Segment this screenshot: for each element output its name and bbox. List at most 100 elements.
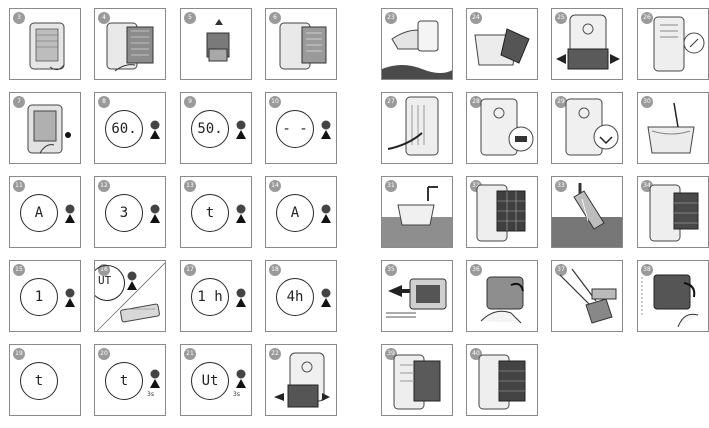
panel-34: 34 [637, 176, 709, 248]
display-circle: A [20, 194, 58, 232]
display-circle: t [105, 362, 143, 400]
panel-27: 27 [381, 92, 453, 164]
display-value: 4h [277, 289, 313, 305]
panel-8: 8 60. [94, 92, 166, 164]
panel-4: 4 [94, 8, 166, 80]
panel-38: 38 [637, 260, 709, 332]
panel-39: 39 [381, 344, 453, 416]
panel-36: 36 [466, 260, 538, 332]
display-value: t [21, 373, 57, 389]
tank-cleaning-illustration [467, 9, 538, 80]
display-circle: Ut [191, 362, 229, 400]
filter-install-illustration [467, 345, 538, 416]
panel-5: 5 [180, 8, 252, 80]
panel-11: 11 A [9, 176, 81, 248]
display-value: 1 h [192, 289, 228, 305]
display-circle: t [191, 194, 229, 232]
step-number: 15 [13, 264, 25, 276]
panel-24: 24 [466, 8, 538, 80]
display-circle: 60. [105, 110, 143, 148]
display-value: A [277, 205, 313, 221]
panel-16: 16 UT [94, 260, 166, 332]
step-number: 12 [98, 180, 110, 192]
water-tank-illustration [266, 345, 337, 416]
tank-screw-illustration [638, 93, 709, 164]
hand-filter-illustration [467, 261, 538, 332]
divider-line [95, 261, 166, 332]
drain-port-illustration [467, 93, 538, 164]
filter-reinsert-illustration [638, 177, 709, 248]
display-circle: 4h [276, 278, 314, 316]
step-number: 17 [184, 264, 196, 276]
step-number: 10 [269, 96, 281, 108]
step-number: 9 [184, 96, 196, 108]
panel-20: 20 t 3s [94, 344, 166, 416]
display-value: t [106, 373, 142, 389]
display-circle: A [276, 194, 314, 232]
panel-33: 33 [551, 176, 623, 248]
timer-label: 3s [233, 391, 240, 398]
filter-removal-illustration [95, 9, 166, 80]
step-number: 11 [13, 180, 25, 192]
panel-29: 29 [551, 92, 623, 164]
display-circle: 1 [20, 278, 58, 316]
person-silhouette-icon [234, 120, 248, 140]
panel-14: 14 A [265, 176, 337, 248]
panel-10: 10 - - [265, 92, 337, 164]
panel-12: 12 3 [94, 176, 166, 248]
step-number: 21 [184, 348, 196, 360]
panel-31: 31 [381, 176, 453, 248]
dehumidifier-illustration [10, 9, 81, 80]
person-silhouette-icon [319, 288, 333, 308]
panel-30: 30 [637, 92, 709, 164]
cleaning-brush-illustration [552, 261, 623, 332]
display-circle: 1 h [191, 278, 229, 316]
filter-wash-illustration [552, 177, 623, 248]
sink-drain-illustration [382, 177, 453, 248]
display-circle: - - [276, 110, 314, 148]
display-value: 1 [21, 289, 57, 305]
display-value: 3 [106, 205, 142, 221]
panel-6: 6 [265, 8, 337, 80]
panel-7: 7 [9, 92, 81, 164]
dehumidifier-side-illustration [638, 9, 709, 80]
panel-3: 3 [9, 8, 81, 80]
tank-insert-illustration [552, 9, 623, 80]
display-circle: 50. [191, 110, 229, 148]
person-silhouette-icon [63, 204, 77, 224]
panel-35: 35 [381, 260, 453, 332]
display-value: 60. [106, 121, 142, 137]
panel-32: 32 [466, 176, 538, 248]
filter-insert-illustration [266, 9, 337, 80]
person-silhouette-icon [234, 369, 248, 389]
panel-28: 28 [466, 92, 538, 164]
filter-grid-illustration [467, 177, 538, 248]
panel-13: 13 t [180, 176, 252, 248]
filter-install-illustration [382, 345, 453, 416]
panel-26: 26 [637, 8, 709, 80]
display-circle: 3 [105, 194, 143, 232]
display-circle: t [20, 362, 58, 400]
person-silhouette-icon [148, 369, 162, 389]
panel-18: 18 4h [265, 260, 337, 332]
person-silhouette-icon [63, 288, 77, 308]
panel-23: 23 [381, 8, 453, 80]
timer-label: 3s [147, 391, 154, 398]
display-value: Ut [192, 373, 228, 389]
display-value: A [21, 205, 57, 221]
panel-40: 40 [466, 344, 538, 416]
panel-15: 15 1 [9, 260, 81, 332]
panel-9: 9 50. [180, 92, 252, 164]
hose-connect-illustration [382, 93, 453, 164]
person-silhouette-icon [234, 204, 248, 224]
person-silhouette-icon [148, 120, 162, 140]
person-silhouette-icon [319, 204, 333, 224]
panel-22: 22 [265, 344, 337, 416]
filter-arrow-illustration [181, 9, 252, 80]
panel-37: 37 [551, 260, 623, 332]
display-value: t [192, 205, 228, 221]
display-value: 50. [192, 121, 228, 137]
filter-slide-illustration [382, 261, 453, 332]
panel-19: 19 t [9, 344, 81, 416]
step-number: 19 [13, 348, 25, 360]
